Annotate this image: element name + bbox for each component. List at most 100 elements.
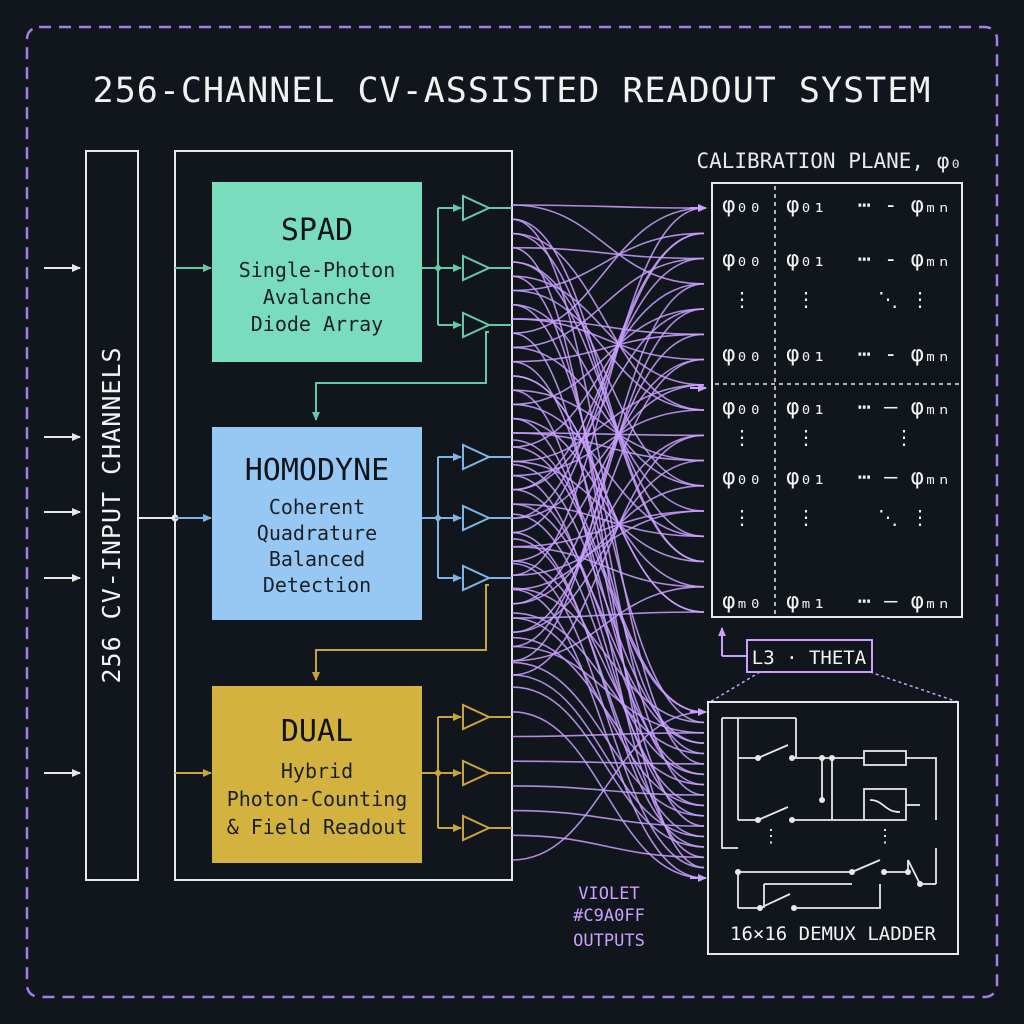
violet-output-trace (511, 587, 705, 724)
violet-outputs-note: VIOLET #C9A0FF OUTPUTS (573, 884, 645, 951)
calibration-cell: φₘ₀ (722, 589, 762, 614)
calibration-cell: ⋯ – φₘₙ (858, 589, 951, 614)
violet-output-trace (511, 318, 705, 361)
amplifier-triangle-icon (462, 254, 492, 282)
violet-output-trace (511, 204, 705, 209)
violet-output-trace (511, 232, 705, 292)
detector-block-line: Quadrature (257, 521, 377, 545)
violet-output-trace (511, 809, 705, 827)
calibration-cell: φ₀₁ (786, 465, 826, 490)
demux-contacts (735, 755, 923, 911)
violet-output-trace (511, 289, 705, 411)
calibration-row: ⋮⋮⋱ ⋮ (732, 287, 930, 311)
detector-block-homodyne: HOMODYNECoherentQuadratureBalancedDetect… (212, 427, 422, 620)
calibration-heading: CALIBRATION PLANE, φ₀ (696, 149, 962, 173)
calibration-row: ⋮⋮⋱ ⋮ (732, 505, 930, 529)
detector-block-line: Balanced (269, 547, 365, 571)
calibration-cell: φ₀₁ (786, 342, 826, 367)
violet-output-trace (511, 384, 705, 463)
violet-output-trace (511, 333, 705, 363)
calibration-cell: ⋯ - φₘₙ (858, 193, 951, 218)
violet-output-trace (511, 711, 705, 861)
detector-block-title: DUAL (281, 714, 353, 749)
violet-output-trace (511, 510, 705, 577)
calibration-cell: ⋮ (732, 425, 752, 449)
calibration-cell: ⋮ (732, 287, 752, 311)
violet-output-trace (511, 446, 705, 713)
violet-output-trace (511, 389, 705, 462)
amplifier-triangle-icon (462, 194, 492, 222)
amplifier-triangle-icon (462, 443, 492, 471)
detector-block-body (212, 427, 422, 620)
violet-output-trace (511, 346, 705, 487)
violet-output-trace (511, 612, 705, 755)
violet-output-trace (511, 257, 705, 349)
calibration-cell: ⋱ ⋮ (878, 505, 930, 529)
violet-output-trace (511, 463, 705, 744)
diagram-title: 256-CHANNEL CV-ASSISTED READOUT SYSTEM (93, 71, 932, 111)
violet-output-trace (511, 785, 705, 796)
calibration-cell: φ₀₀ (722, 342, 762, 367)
calibration-cell: φ₀₀ (722, 247, 762, 272)
violet-output-trace (511, 275, 705, 386)
violet-output-trace (511, 474, 705, 817)
detector-block-title: SPAD (281, 213, 353, 248)
amplifier-triangle-icon (462, 311, 492, 339)
calibration-cell: φ₀₁ (786, 247, 826, 272)
calibration-cell: ⋱ ⋮ (878, 287, 930, 311)
violet-output-trace (511, 232, 705, 534)
calibration-matrix-frame (711, 182, 963, 618)
violet-output-trace (511, 674, 705, 838)
violet-output-trace (511, 358, 705, 562)
violet-output-trace (511, 513, 705, 807)
input-channel-label: 256 CV-INPUT CHANNELS (97, 346, 126, 683)
violet-note-line: VIOLET (578, 884, 639, 904)
violet-output-trace (511, 283, 705, 448)
zoom-line (709, 671, 761, 703)
calibration-cell: ⋯ – φₘₙ (858, 465, 951, 490)
amplifier-stages (312, 194, 512, 842)
detector-block-line: Diode Array (251, 312, 383, 336)
violet-output-trace (511, 275, 705, 796)
detector-block-line: & Field Readout (227, 815, 408, 839)
detector-block-line: Photon-Counting (227, 787, 408, 811)
violet-output-trace (511, 661, 705, 817)
violet-output-trace (511, 488, 705, 776)
violet-output-trace (511, 510, 705, 548)
violet-output-trace (511, 834, 705, 859)
feedback-path (312, 584, 489, 681)
violet-output-trace (511, 546, 705, 588)
violet-output-trace (511, 588, 705, 879)
violet-output-trace (511, 732, 705, 738)
violet-output-trace (511, 308, 705, 648)
detector-block-title: HOMODYNE (245, 453, 390, 488)
violet-output-trace (511, 485, 705, 591)
violet-output-trace (511, 318, 705, 336)
l3-theta-box (746, 639, 873, 673)
calibration-cell: φ₀₀ (722, 193, 762, 218)
violet-output-trace (511, 636, 705, 786)
violet-output-trace (511, 283, 705, 662)
violet-output-trace (511, 586, 705, 662)
calibration-cell: φ₀₀ (722, 395, 762, 420)
amplifier-triangle-icon (462, 814, 492, 842)
violet-output-trace (511, 232, 705, 411)
calibration-row: ⋮⋮⋮ (732, 425, 914, 449)
detector-block-line: Avalanche (263, 285, 371, 309)
amplifier-group-spad (312, 194, 512, 421)
violet-output-trace (511, 417, 705, 588)
violet-output-trace (511, 439, 705, 713)
violet-output-trace (511, 686, 705, 848)
calibration-cell: φ₀₁ (786, 395, 826, 420)
outer-dashed-frame (25, 25, 999, 999)
detector-block-body (212, 686, 422, 863)
demux-ellipsis: ⋮ (876, 826, 894, 847)
calibration-cell: ⋮ (796, 505, 816, 529)
